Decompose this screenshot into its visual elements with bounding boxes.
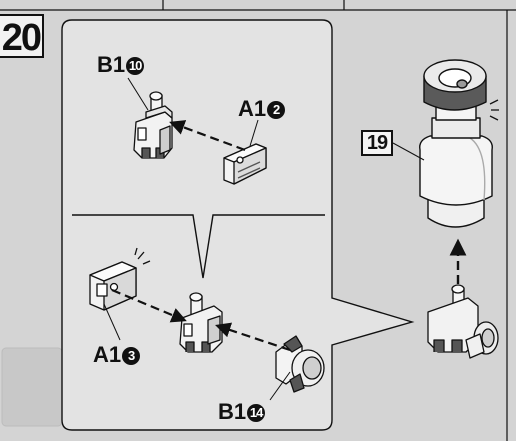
background-watermark	[1, 347, 63, 427]
callout-a1-3-number: 3	[122, 347, 141, 365]
part-step-19-leg	[419, 59, 493, 228]
part-a1-3	[89, 261, 137, 311]
callout-leaders	[103, 77, 291, 401]
arrow-a1-2-to-b1-10	[169, 120, 246, 152]
callout-a1-2-prefix: A1	[238, 96, 267, 121]
callout-b1-14-number: 14	[247, 404, 266, 422]
part-a1-2	[223, 143, 267, 185]
part-middle-assembly	[179, 292, 223, 353]
arrow-a1-3-to-middle	[111, 288, 187, 323]
reference-step-19: 19	[361, 130, 393, 156]
callout-b1-14-prefix: B1	[218, 399, 247, 424]
panel-divider	[72, 214, 325, 279]
callout-b1-10-prefix: B1	[97, 52, 126, 77]
step-number-badge: 20	[0, 14, 44, 58]
callout-a1-2-number: 2	[267, 101, 286, 119]
leader-19	[392, 142, 425, 161]
callout-panel	[61, 19, 415, 431]
callout-a1-3-prefix: A1	[93, 342, 122, 367]
arrow-b1-14-to-middle	[215, 322, 291, 352]
part-b1-10	[133, 91, 173, 159]
part-final-assembly	[427, 284, 499, 359]
snap-marks	[134, 99, 499, 265]
callout-b1-10-number: 10	[126, 57, 145, 75]
